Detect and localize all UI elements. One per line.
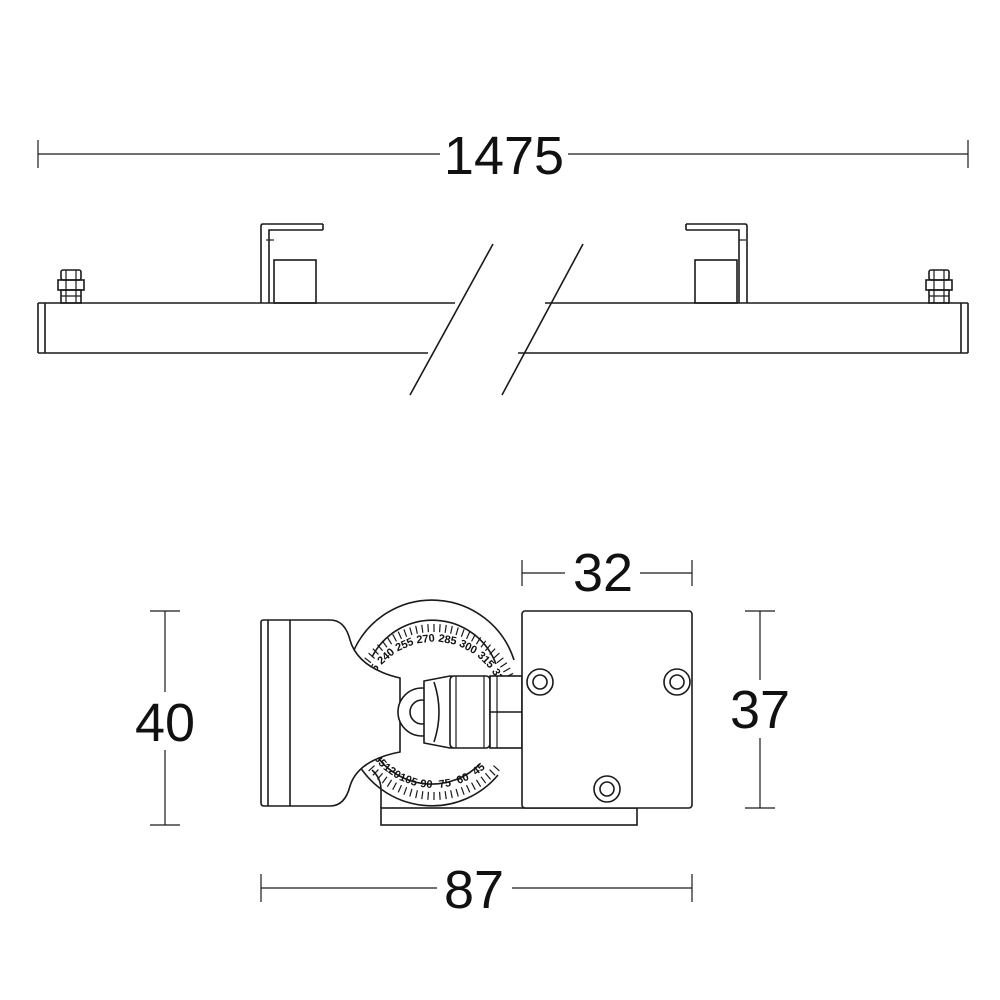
dial-tick bbox=[376, 772, 384, 780]
dial-tick bbox=[493, 765, 500, 772]
dial-tick bbox=[415, 790, 418, 799]
pivot-knob bbox=[397, 675, 523, 749]
dial-tick bbox=[455, 627, 459, 636]
dimension-profile-height: 37 bbox=[730, 610, 790, 809]
rotation-dial: 2252402552702853003153301351201059075604… bbox=[353, 599, 516, 807]
dial-tick bbox=[368, 765, 375, 772]
dial-label: 60 bbox=[455, 771, 471, 787]
dial-tick bbox=[386, 637, 393, 645]
dial-tick bbox=[444, 791, 447, 800]
dial-label: 285 bbox=[437, 633, 457, 648]
dial-tick bbox=[444, 624, 447, 633]
dial-tick bbox=[403, 786, 408, 795]
dial-tick bbox=[460, 629, 465, 638]
dial-tick bbox=[450, 625, 453, 634]
dial-tick bbox=[415, 625, 418, 634]
dial-tick bbox=[364, 657, 372, 664]
dial-tick bbox=[493, 652, 500, 659]
dimension-overall-length: 1475 bbox=[37, 126, 969, 186]
dimension-label-overall-length: 1475 bbox=[444, 126, 564, 186]
dial-tick bbox=[496, 657, 504, 664]
dimension-head-height: 40 bbox=[135, 610, 195, 826]
dial-tick bbox=[438, 791, 441, 800]
dimension-label-profile-height: 37 bbox=[730, 680, 790, 740]
dial-tick bbox=[372, 648, 379, 655]
profile-housing bbox=[521, 610, 693, 809]
dial-tick bbox=[409, 788, 413, 797]
dial-tick bbox=[438, 624, 441, 633]
dial-tick bbox=[392, 782, 397, 790]
dial-tick bbox=[465, 784, 471, 793]
dial-label: 300 bbox=[457, 638, 479, 657]
cable-gland-left bbox=[57, 269, 85, 304]
lamp-head bbox=[260, 619, 401, 807]
screw-3 bbox=[593, 775, 621, 803]
dial-tick bbox=[376, 644, 384, 652]
dial-tick bbox=[381, 776, 388, 784]
dial-label: 75 bbox=[438, 777, 452, 791]
cable-gland-right bbox=[925, 269, 953, 304]
dial-tick bbox=[403, 629, 408, 638]
cross-section-view: 32 40 37 87 bbox=[135, 543, 790, 920]
dial-tick bbox=[409, 627, 413, 636]
base-plate bbox=[380, 807, 638, 826]
dial-tick bbox=[489, 769, 496, 776]
dial-label: 45 bbox=[470, 761, 487, 778]
dial-tick bbox=[471, 634, 476, 642]
dial-tick bbox=[484, 644, 492, 652]
profile-bar bbox=[37, 243, 969, 396]
dial-label: 270 bbox=[416, 632, 436, 646]
dial-tick bbox=[427, 624, 430, 633]
dial-label: 90 bbox=[420, 778, 433, 791]
dial-tick bbox=[465, 631, 471, 640]
dial-tick bbox=[502, 667, 511, 673]
screw-2 bbox=[663, 668, 691, 696]
dimension-label-head-height: 40 bbox=[135, 693, 195, 753]
dimension-label-total-depth: 87 bbox=[444, 860, 504, 920]
dial-tick bbox=[480, 776, 487, 784]
dial-label: 315 bbox=[475, 649, 496, 670]
mounting-bracket-left bbox=[260, 223, 324, 304]
dimension-profile-width: 32 bbox=[521, 543, 693, 603]
dial-tick bbox=[368, 652, 375, 659]
dial-label: 255 bbox=[394, 636, 416, 654]
dial-tick bbox=[427, 791, 430, 800]
dimension-label-profile-width: 32 bbox=[573, 543, 633, 603]
dimension-total-depth: 87 bbox=[260, 860, 693, 920]
break-line-left bbox=[409, 243, 494, 396]
luminaire-side-view: 1475 bbox=[37, 126, 969, 396]
dial-tick bbox=[489, 648, 496, 655]
dial-tick bbox=[381, 640, 388, 648]
dial-tick bbox=[499, 662, 508, 668]
dial-tick bbox=[455, 788, 459, 797]
dial-tick bbox=[386, 779, 393, 787]
dial-tick bbox=[421, 791, 424, 800]
dial-tick bbox=[460, 786, 465, 795]
dial-tick bbox=[471, 782, 476, 790]
dial-tick bbox=[480, 640, 487, 648]
dial-tick bbox=[397, 631, 403, 640]
mounting-bracket-right bbox=[685, 223, 748, 304]
dial-label: 240 bbox=[375, 646, 397, 667]
screw-1 bbox=[526, 668, 554, 696]
dial-tick bbox=[397, 784, 403, 793]
dial-tick bbox=[421, 624, 424, 633]
dial-tick bbox=[372, 769, 379, 776]
dial-tick bbox=[484, 772, 492, 780]
break-line-right bbox=[501, 243, 584, 396]
dial-tick bbox=[475, 779, 482, 787]
dial-tick bbox=[450, 790, 453, 799]
dial-tick bbox=[392, 634, 397, 642]
dial-tick bbox=[475, 637, 482, 645]
